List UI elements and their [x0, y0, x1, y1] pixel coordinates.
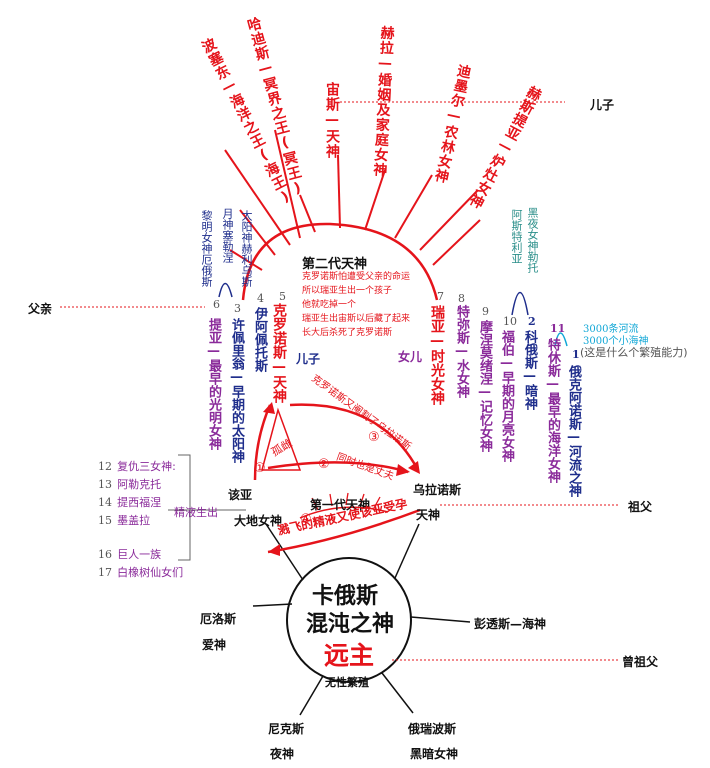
titan-iapetus: 伊阿佩托斯: [252, 307, 267, 372]
generation-great-grandfather: 曾祖父: [622, 655, 659, 669]
asteria: 阿斯特利亚: [510, 209, 523, 264]
list-item: 17 白橡树仙女们: [98, 566, 184, 579]
titan-phoebe: 福伯—早期的月亮女神: [499, 330, 514, 462]
list-item: 12 复仇三女神:: [98, 460, 176, 473]
titan-number: 2: [528, 315, 536, 328]
first-gen-title: 第一代天神: [310, 498, 371, 512]
gaia-children-list: 12 复仇三女神: 13 阿勒克托 14 提西福涅 15 墨盖拉 16 巨人一族…: [98, 455, 183, 579]
helios: 太阳神赫利乌斯: [240, 210, 253, 287]
titan-number: 1: [572, 348, 580, 361]
generation-father: 父亲: [28, 302, 53, 316]
olympian-zeus: 宙斯—天神: [324, 82, 340, 159]
son-label: 儿子: [296, 352, 321, 366]
tethys-comment: (这是什么个繁殖能力): [580, 346, 688, 359]
titan-number: 9: [482, 305, 489, 318]
circle-1: ①: [254, 461, 266, 476]
titan-number: 6: [213, 298, 220, 311]
eos: 黎明女神厄俄斯: [200, 210, 213, 287]
chaos-line1: 卡俄斯: [312, 584, 379, 609]
nyx-title: 夜神: [270, 747, 295, 761]
daughter-label: 女儿: [398, 350, 423, 364]
uranus-name: 乌拉诺斯: [413, 483, 462, 497]
tethys-rivers: 3000条河流: [583, 324, 639, 335]
erebus-title: 爱神: [202, 638, 227, 652]
gaia-title: 大地女神: [234, 514, 283, 528]
gaia-name: 该亚: [228, 488, 253, 502]
chaos-title: 远主: [324, 641, 375, 670]
second-gen-title: 第二代天神: [302, 257, 368, 272]
list-item: 14 提西福涅: [98, 496, 162, 509]
titan-number: 8: [458, 292, 465, 305]
leto: 黑夜女神勒托: [526, 207, 539, 273]
tethys-nymphs: 3000个小海神: [583, 336, 649, 347]
selene: 月神塞勒涅: [221, 208, 234, 263]
chaos-line2: 混沌之神: [306, 612, 395, 637]
titan-number: 5: [279, 290, 286, 303]
titan-mnemosyne: 摩涅莫绪涅—记忆女神: [477, 320, 492, 452]
titan-tethys: 特休斯—最早的海洋女神: [545, 338, 560, 483]
titan-number: 11: [550, 322, 566, 335]
circle-3: ③: [368, 430, 380, 445]
titan-theia: 提亚—最早的光明女神: [206, 318, 221, 450]
titan-number: 4: [257, 292, 264, 305]
list-item: 13 阿勒克托: [98, 478, 162, 491]
second-gen-story: 克罗诺斯怕遭受父亲的命运 所以瑞亚生出一个孩子 他就吃掉一个 瑞亚生出宙斯以后藏…: [302, 272, 411, 338]
chaos-note: 无性繁殖: [325, 676, 369, 689]
erebos-title: 黑暗女神: [410, 747, 459, 761]
titan-number: 7: [437, 290, 444, 303]
circle-4: ④: [300, 512, 312, 527]
uranus-title: 天神: [416, 508, 441, 522]
circle-2: ②: [318, 457, 330, 472]
generation-son: 儿子: [590, 98, 615, 112]
list-item: 16 巨人一族: [98, 548, 162, 561]
titan-coeus: 科俄斯—暗神: [522, 330, 537, 410]
nyx-name: 尼克斯: [268, 722, 305, 736]
titan-themis: 特弥斯—水女神: [454, 305, 469, 398]
titan-number: 3: [234, 302, 241, 315]
erebus-name: 厄洛斯: [200, 612, 237, 626]
list-item: 15 墨盖拉: [98, 514, 151, 527]
titan-rhea: 瑞亚—时光女神: [429, 305, 445, 405]
chaos-circle: [286, 557, 412, 683]
titan-hyperion: 许佩里翁—早期的太阳神: [229, 318, 244, 463]
erebos-name: 俄瑞波斯: [408, 722, 457, 736]
titan-oceanus: 俄克阿诺斯—河流之神: [566, 365, 581, 497]
generation-grandfather: 祖父: [628, 500, 653, 514]
titan-kronos: 克罗诺斯—天神: [271, 303, 287, 403]
pontus-name: 彭透斯—海神: [474, 617, 547, 631]
titan-number: 10: [503, 315, 517, 328]
sperm-children-label: 精液生出: [174, 506, 218, 519]
